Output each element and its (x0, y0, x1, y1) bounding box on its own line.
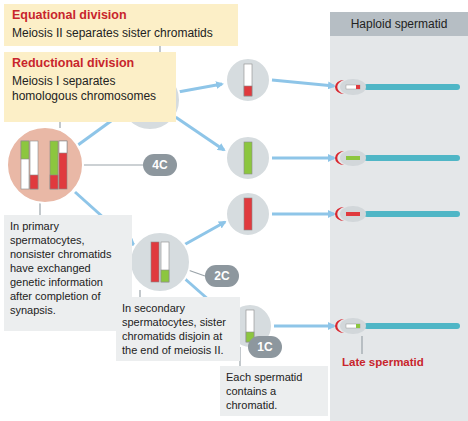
late-spermatid (335, 206, 460, 222)
leader-line (139, 290, 140, 297)
note-box: In secondary spermatocytes, sister chrom… (116, 297, 240, 361)
box-text: 2C (214, 269, 229, 283)
spermatid (226, 136, 270, 180)
chromatid (346, 156, 360, 160)
box-heading: Equational division (12, 8, 230, 23)
chromatid-segment (21, 141, 29, 159)
chromatid-segment (30, 175, 38, 189)
chromatid (346, 85, 360, 89)
late-spermatid (335, 150, 460, 166)
note-box: Each spermatid contains a chromatid. (220, 366, 328, 416)
chromatid (244, 198, 252, 230)
sperm-head (340, 206, 366, 222)
dna-content-badge: 1C (248, 336, 282, 358)
spermatid (226, 192, 270, 236)
panel-background (330, 12, 468, 421)
chromatid-segment (244, 86, 252, 96)
division-box: Reductional divisionMeiosis I separates … (4, 52, 176, 122)
flow-arrow (178, 84, 222, 92)
box-text: In secondary spermatocytes, sister chrom… (122, 301, 234, 357)
box-text: 1C (257, 340, 272, 354)
chromatid (346, 324, 360, 328)
chromatid-segment (59, 141, 67, 153)
panel-header: Haploid spermatid (330, 12, 468, 36)
box-text: In primary spermatocytes, nonsister chro… (10, 219, 126, 317)
late-spermatid (335, 318, 460, 334)
dna-content-badge: 4C (143, 154, 177, 176)
leader-line (188, 270, 205, 276)
flow-arrow (272, 80, 334, 86)
late-spermatid (335, 79, 460, 95)
leader-line (59, 122, 60, 128)
chromatid (161, 242, 169, 282)
dna-content-badge: 2C (205, 265, 239, 287)
leader-line (39, 203, 40, 215)
chromatid (30, 141, 38, 189)
spermatid (226, 58, 270, 102)
sperm-tail (364, 323, 460, 329)
chromatid-segment (50, 175, 58, 189)
sperm-head (340, 318, 366, 334)
acrosome (335, 80, 344, 94)
acrosome (335, 151, 344, 165)
flow-arrow (272, 157, 334, 160)
sperm-head (340, 79, 366, 95)
sperm-tail (364, 155, 460, 161)
chromatid-segment (356, 85, 360, 89)
box-text: 4C (152, 158, 167, 172)
chromatid (151, 242, 159, 282)
chromatid (59, 141, 67, 189)
chromatid (21, 141, 29, 189)
box-text: Meiosis II separates sister chromatids (12, 26, 230, 41)
callout-label: Late spermatid (342, 356, 424, 368)
chromatid (244, 142, 252, 174)
flow-arrow (174, 116, 224, 150)
sperm-tail (364, 211, 460, 217)
chromatid (50, 141, 58, 189)
leader-line (361, 336, 362, 354)
box-text: Haploid spermatid (351, 17, 448, 31)
acrosome (335, 207, 344, 221)
acrosome (335, 319, 344, 333)
chromatid-segment (356, 324, 360, 328)
chromatid-segment (161, 270, 169, 282)
division-box: Equational divisionMeiosis II separates … (4, 4, 238, 46)
note-box: In primary spermatocytes, nonsister chro… (4, 215, 132, 331)
box-heading: Reductional division (12, 56, 168, 71)
box-text: Meiosis I separates homologous chromosom… (12, 74, 168, 104)
flow-arrow (272, 213, 334, 216)
flow-arrow (274, 325, 334, 328)
box-text: Each spermatid contains a chromatid. (226, 370, 322, 412)
leader-line (83, 164, 143, 165)
flow-arrow (182, 222, 225, 246)
sperm-tail (364, 84, 460, 90)
chromatid (244, 64, 252, 96)
secondary-spermatocyte (130, 232, 190, 292)
chromatid (346, 212, 360, 216)
sperm-head (340, 150, 366, 166)
primary-spermatocyte (7, 127, 83, 203)
